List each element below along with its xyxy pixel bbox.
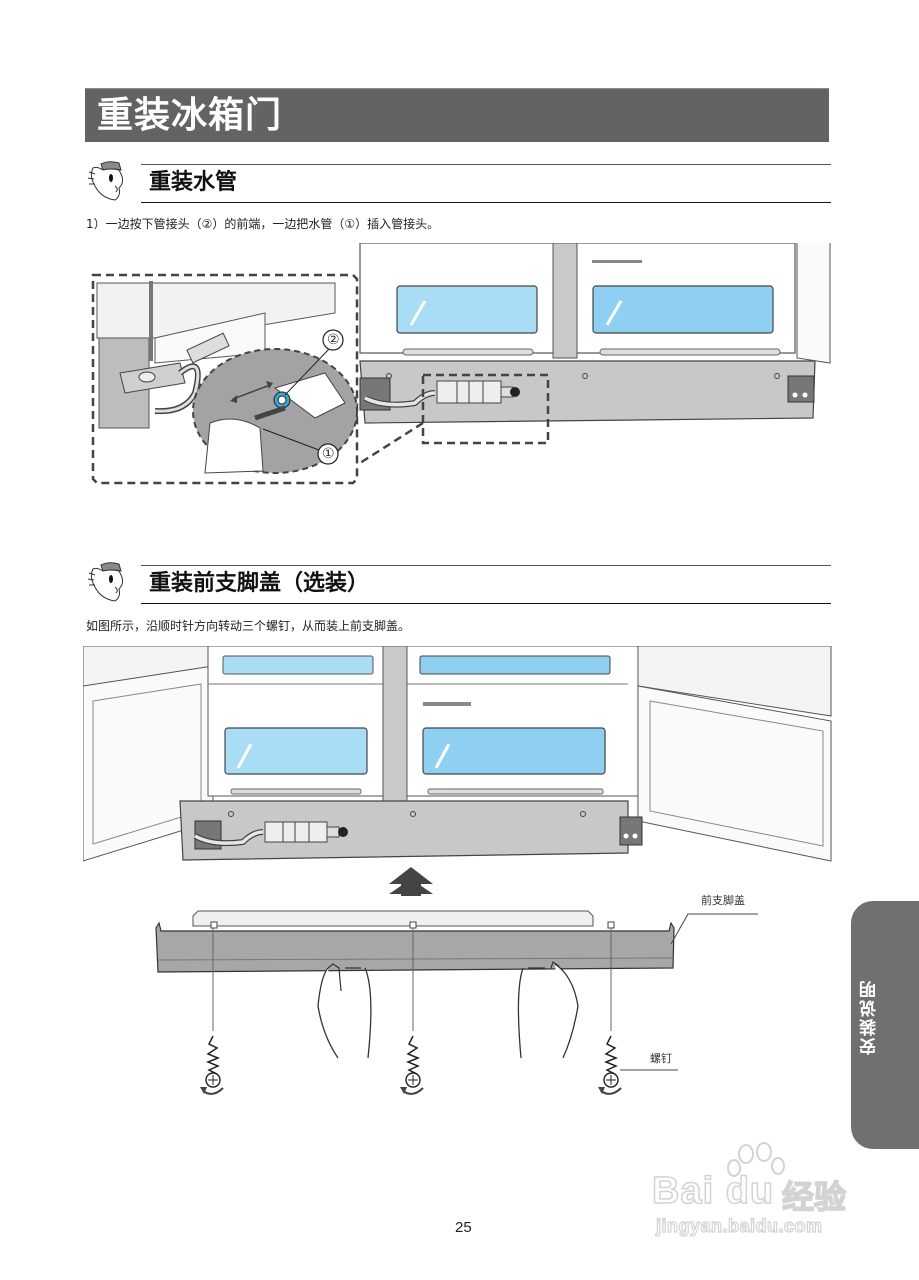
paw-icon xyxy=(727,1142,785,1177)
mascot-icon xyxy=(87,161,124,201)
section-rule-top xyxy=(141,565,831,566)
screw-icon xyxy=(598,1035,622,1095)
callout-1 xyxy=(262,428,339,465)
front-leg-cover-drawing xyxy=(155,910,675,973)
page-number: 25 xyxy=(455,1219,472,1236)
section-header-front-leg-cover: 重装前支脚盖（选装） xyxy=(85,557,831,607)
callout-2-label: ② xyxy=(327,332,340,348)
screw-label: 螺钉 xyxy=(650,1052,672,1065)
instruction-text: 1）一边按下管接头（②）的前端，一边把水管（①）插入管接头。 xyxy=(86,217,440,231)
watermark-url: jingyan.baidu.com xyxy=(655,1215,823,1236)
front-leg-cover-figure: 前支脚盖 螺钉 xyxy=(83,646,833,1096)
connector-detail-inset xyxy=(91,273,359,485)
page-title-bar: 重装冰箱门 xyxy=(85,88,829,142)
cover-label: 前支脚盖 xyxy=(701,894,745,907)
watermark-brand: Bai du xyxy=(651,1169,775,1213)
side-tab-label: 安装说明 xyxy=(860,979,880,1055)
section-rule-top xyxy=(141,164,831,165)
instruction-text: 如图所示，沿顺时针方向转动三个螺钉，从而装上前支脚盖。 xyxy=(86,619,411,633)
section-header-water-pipe: 重装水管 xyxy=(85,156,831,206)
section-title: 重装水管 xyxy=(149,170,238,195)
page-title: 重装冰箱门 xyxy=(97,95,283,136)
side-tab-installation: 安装说明 xyxy=(851,901,919,1149)
mascot-icon xyxy=(87,562,124,602)
section-title: 重装前支脚盖（选装） xyxy=(149,571,370,596)
screw-icon xyxy=(200,1035,224,1095)
section-rule-bottom xyxy=(141,202,831,203)
watermark-brand-cn: 经验 xyxy=(781,1177,847,1217)
callout-1-label: ① xyxy=(322,446,335,462)
up-arrow-icon xyxy=(389,879,433,894)
screw-icon xyxy=(400,1035,424,1095)
section-rule-bottom xyxy=(141,603,831,604)
water-pipe-figure: ② ① xyxy=(85,243,833,488)
baidu-watermark: Bai du 经验 jingyan.baidu.com xyxy=(651,1142,862,1242)
fridge-interior-drawing xyxy=(359,243,831,465)
callout-2 xyxy=(284,329,344,396)
